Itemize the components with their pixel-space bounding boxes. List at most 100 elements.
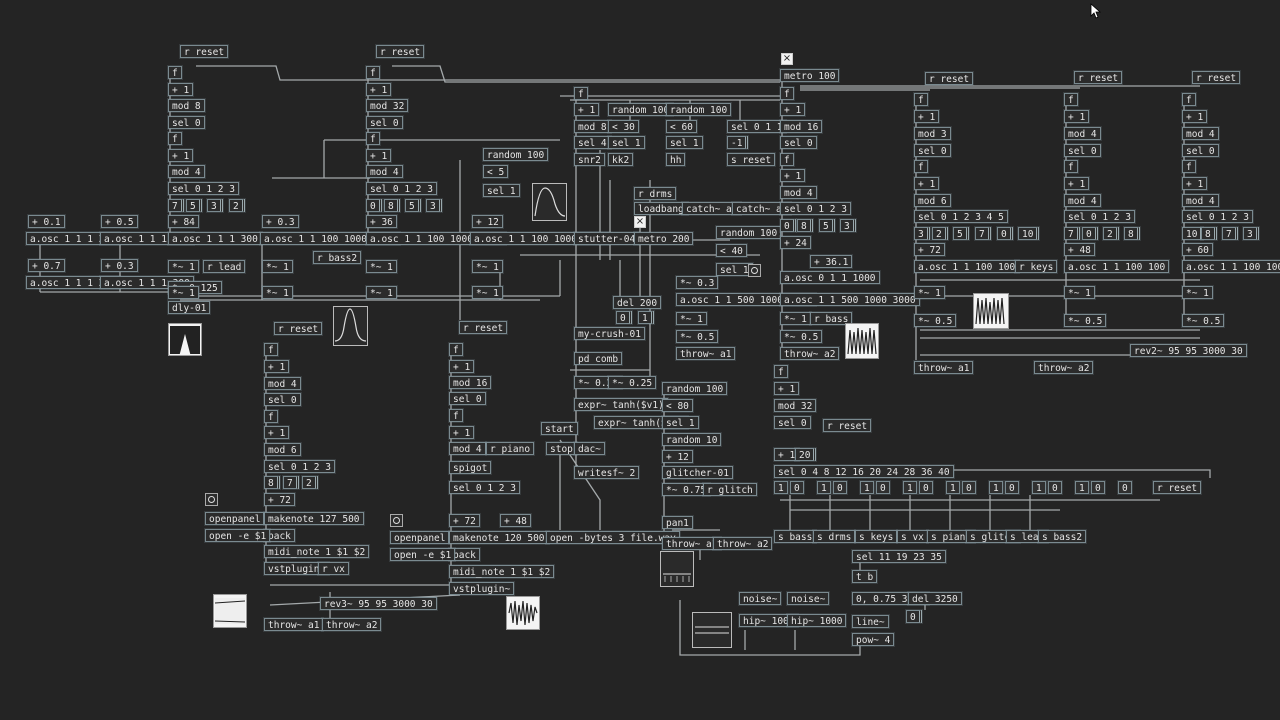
- pd-object-s-bass2[interactable]: s bass2: [1038, 530, 1087, 543]
- pd-object-obj-f-2[interactable]: f: [168, 132, 182, 145]
- pd-object-s-bass[interactable]: s bass: [774, 530, 817, 543]
- pd-object-s-keys[interactable]: s keys: [855, 530, 898, 543]
- number-box-a-4[interactable]: 1: [946, 481, 960, 494]
- pd-object-msg-2b[interactable]: 2: [302, 476, 318, 489]
- metro200-toggle[interactable]: ×: [634, 216, 646, 228]
- pd-object-midi-note-1[interactable]: midi_note 1 $1 $2: [264, 545, 370, 558]
- pd-object-obj-f-12[interactable]: f: [774, 365, 788, 378]
- pd-object-obj-f-11[interactable]: f: [780, 153, 794, 166]
- pd-object-aosc-10[interactable]: a.osc 0 1 1 1000: [780, 271, 880, 284]
- pd-object-throw-a2-1[interactable]: throw~ a2: [322, 618, 382, 631]
- pd-object-sel-1b[interactable]: sel 1: [608, 136, 645, 149]
- pd-object-midi-note-2[interactable]: midi_note 1 $1 $2: [449, 565, 555, 578]
- pd-object-obj-plus1-15[interactable]: + 1: [914, 177, 940, 190]
- pd-object-mul-1i[interactable]: *~ 1: [676, 312, 707, 325]
- pd-object-lt-5[interactable]: < 5: [483, 165, 509, 178]
- pd-object-obj-plus1-3[interactable]: + 1: [366, 83, 392, 96]
- pd-object-plus-0.3b[interactable]: + 0.3: [262, 215, 299, 228]
- pd-object-lt-80[interactable]: < 80: [662, 399, 693, 412]
- pd-object-aosc-4[interactable]: a.osc 1 1 1 300: [26, 276, 120, 289]
- pd-object-mod-4-7[interactable]: mod 4: [1064, 194, 1101, 207]
- pd-object-sel-012345[interactable]: sel 0 1 2 3 4 5: [914, 210, 1008, 223]
- pd-object-sel-1e[interactable]: sel 1: [662, 416, 699, 429]
- pd-object-random-10[interactable]: random 10: [662, 433, 722, 446]
- pd-object-mod-8-2[interactable]: mod 8: [574, 120, 611, 133]
- pd-object-del-3250[interactable]: del 3250: [908, 592, 962, 605]
- pd-object-plus-24[interactable]: + 24: [780, 236, 811, 249]
- pd-object-makenote-1[interactable]: makenote 127 500: [264, 512, 364, 525]
- pd-object-plus-72b[interactable]: + 72: [449, 514, 480, 527]
- pd-object-rev3[interactable]: rev3~ 95 95 3000 30: [320, 597, 437, 610]
- pd-object-start[interactable]: start: [541, 422, 578, 435]
- pd-object-sel-0-1[interactable]: sel 0: [168, 116, 205, 129]
- pd-object-mod-4-9[interactable]: mod 4: [1182, 194, 1219, 207]
- pd-object-mod-6-2[interactable]: mod 6: [914, 194, 951, 207]
- number-box-b-1[interactable]: 0: [833, 481, 847, 494]
- pd-object-r-keys[interactable]: r keys: [1015, 260, 1058, 273]
- pd-object-dac[interactable]: dac~: [574, 442, 605, 455]
- pd-object-mul-1[interactable]: *~ 1: [168, 260, 199, 273]
- pd-object-r-drms[interactable]: r drms: [634, 187, 677, 200]
- pd-object-r-reset-5[interactable]: r reset: [1192, 71, 1241, 84]
- number-box-a-3[interactable]: 1: [903, 481, 917, 494]
- pd-object-sel-0123-1[interactable]: sel 0 1 2 3: [168, 182, 239, 195]
- pd-object-aosc-6[interactable]: a.osc 1 1 100 1000 3000: [260, 232, 400, 245]
- scope-2[interactable]: [532, 183, 567, 221]
- pd-object-r-reset-3[interactable]: r reset: [925, 72, 974, 85]
- number-box-a-5[interactable]: 1: [989, 481, 1003, 494]
- pd-object-msg-5c[interactable]: 5: [819, 219, 835, 232]
- pd-object-obj-plus1-2[interactable]: + 1: [168, 149, 194, 162]
- waveform-array-4[interactable]: [973, 293, 1009, 329]
- pd-object-hip-2[interactable]: hip~ 1000: [787, 614, 847, 627]
- pd-object-msg-5b[interactable]: 5: [405, 199, 421, 212]
- pd-object-mod-16-2[interactable]: mod 16: [780, 120, 823, 133]
- waveform-array-1[interactable]: [168, 323, 202, 356]
- pd-object-random-100-1[interactable]: random 100: [483, 148, 549, 161]
- pd-object-msg-7e[interactable]: 7: [1064, 227, 1080, 240]
- pd-object-random-100-4[interactable]: random 100: [716, 226, 782, 239]
- pd-object-msg-neg1[interactable]: -1: [727, 136, 749, 149]
- pd-object-sel-11-19[interactable]: sel 11 19 23 35: [852, 550, 946, 563]
- pd-object-msg-2d[interactable]: 2: [932, 227, 948, 240]
- pd-object-mod-16-1[interactable]: mod 16: [449, 376, 492, 389]
- pd-object-plus-12b[interactable]: + 12: [662, 450, 693, 463]
- pd-object-throw-a2-2[interactable]: throw~ a2: [713, 537, 773, 550]
- pd-object-r-reset-6[interactable]: r reset: [274, 322, 323, 335]
- number-box-b-2[interactable]: 0: [876, 481, 890, 494]
- pd-object-r-reset-4[interactable]: r reset: [1074, 71, 1123, 84]
- pd-object-obj-f-4[interactable]: f: [366, 132, 380, 145]
- pd-object-line[interactable]: line~: [852, 615, 889, 628]
- pd-object-mul-0.5c[interactable]: *~ 0.5: [914, 314, 957, 327]
- pd-object-kk2[interactable]: kk2: [608, 153, 634, 166]
- pd-object-obj-f-6[interactable]: f: [264, 410, 278, 423]
- pd-object-obj-f-8[interactable]: f: [449, 409, 463, 422]
- pd-object-msg-7d[interactable]: 7: [975, 227, 991, 240]
- pd-object-obj-plus1-5[interactable]: + 1: [264, 360, 290, 373]
- pd-object-plus-60[interactable]: + 60: [1182, 243, 1213, 256]
- pd-object-s-vx[interactable]: s vx: [897, 530, 928, 543]
- scope-3[interactable]: [660, 551, 694, 587]
- pd-object-mul-1f[interactable]: *~ 1: [366, 286, 397, 299]
- pd-object-plus-36[interactable]: + 36: [366, 215, 397, 228]
- pd-object-msg-5[interactable]: 5: [186, 199, 202, 212]
- pd-object-lt-40[interactable]: < 40: [716, 244, 747, 257]
- pd-object-catch-a1[interactable]: catch~ a1: [682, 202, 742, 215]
- pd-object-obj-f-17[interactable]: f: [1182, 93, 1196, 106]
- pd-object-mul-1j[interactable]: *~ 1: [780, 312, 811, 325]
- pd-object-plus-36.1[interactable]: + 36.1: [810, 255, 853, 268]
- pd-object-vstplugin-2[interactable]: vstplugin~: [449, 582, 515, 595]
- pd-object-obj-f-13[interactable]: f: [914, 93, 928, 106]
- pd-object-msg-0d[interactable]: 0: [906, 610, 922, 623]
- pd-object-msg-3[interactable]: 3: [207, 199, 223, 212]
- pd-object-makenote-2[interactable]: makenote 120 500: [449, 531, 549, 544]
- pd-object-msg-7b[interactable]: 7: [283, 476, 299, 489]
- number-box-a-7[interactable]: 1: [1075, 481, 1089, 494]
- waveform-array-2[interactable]: [213, 594, 247, 628]
- pd-object-obj-plus1-17[interactable]: + 1: [1064, 177, 1090, 190]
- pd-object-obj-f-14[interactable]: f: [914, 160, 928, 173]
- pd-object-sel-0123-4[interactable]: sel 0 1 2 3: [449, 481, 520, 494]
- pd-object-plus-0.5a[interactable]: + 0.5: [101, 215, 138, 228]
- pd-object-mod-4-1[interactable]: mod 4: [168, 165, 205, 178]
- pd-object-msg-3c[interactable]: 3: [840, 219, 856, 232]
- pd-object-msg-3e[interactable]: 3: [1243, 227, 1259, 240]
